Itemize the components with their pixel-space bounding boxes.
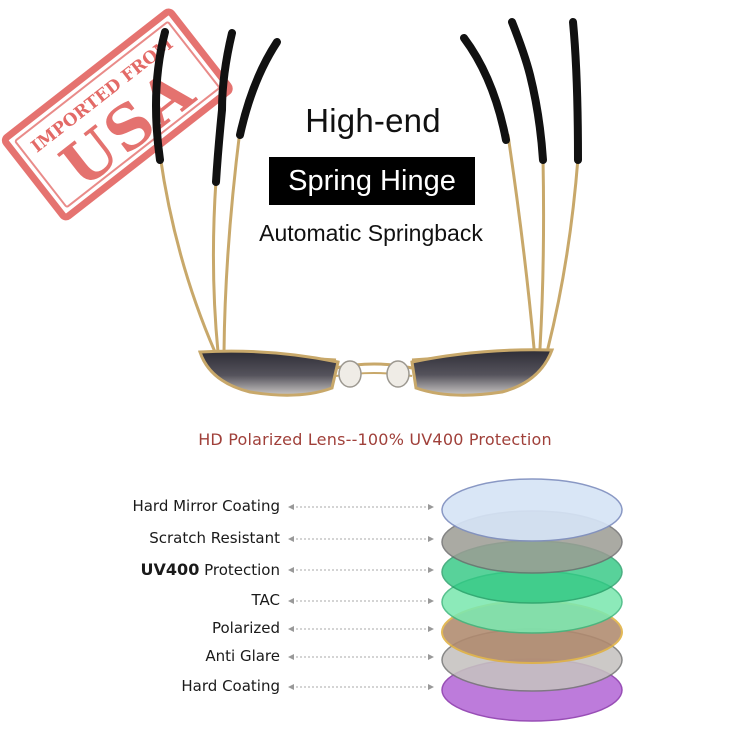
right-temple-tips — [460, 18, 582, 164]
layer-label-anti-glare: Anti Glare — [205, 647, 280, 665]
left-lens — [197, 349, 340, 397]
spring-hinge-box: Spring Hinge — [269, 157, 475, 205]
lens-layer-stack — [288, 478, 623, 722]
layer-label-hard-mirror-coating: Hard Mirror Coating — [132, 497, 280, 515]
left-temple-arms — [158, 128, 242, 354]
connector-arrows — [292, 506, 430, 688]
right-lens — [410, 348, 555, 397]
left-temple-tips — [152, 28, 281, 186]
right-temple-arms — [506, 133, 580, 350]
layer-label-polarized: Polarized — [211, 619, 280, 637]
high-end-title: High-end — [305, 102, 441, 139]
layer-label-tac: TAC — [251, 591, 280, 609]
layer-disk-hard-mirror-coating — [441, 478, 623, 542]
automatic-springback-subtitle: Automatic Springback — [259, 220, 483, 246]
spring-hinge-label: Spring Hinge — [288, 164, 456, 197]
layer-label-hard-coating: Hard Coating — [181, 677, 280, 695]
lens-header: HD Polarized Lens--100% UV400 Protection — [198, 430, 552, 449]
uv400-bold-text: UV400 — [140, 560, 200, 579]
connector-arrowheads — [288, 504, 434, 690]
sunglasses-illustration — [152, 18, 582, 397]
layer-label-uv400-protection: UV400 Protection — [141, 560, 280, 579]
layer-label-scratch-resistant: Scratch Resistant — [149, 529, 280, 547]
protection-text: Protection — [204, 561, 280, 579]
